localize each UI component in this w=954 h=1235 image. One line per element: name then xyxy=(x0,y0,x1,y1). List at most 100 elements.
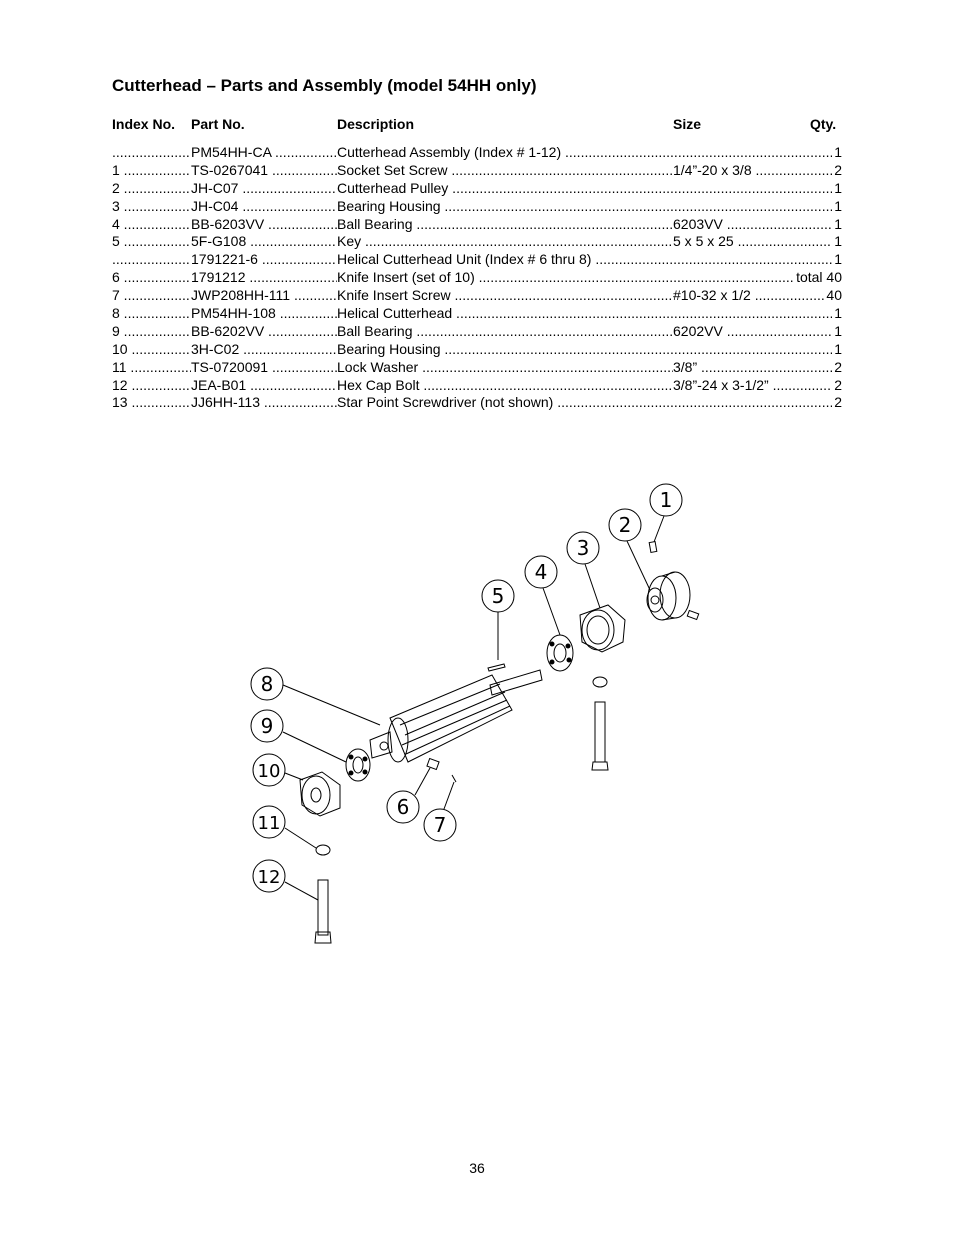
size: 1/4”-20 x 3/8 xyxy=(673,162,842,180)
index-no: 1 xyxy=(112,162,191,180)
callout-4: 4 xyxy=(524,555,561,636)
callout-label-8: 8 xyxy=(261,672,274,696)
parts-row: 9BB-6202VVBall Bearing6202VV1 xyxy=(112,322,842,341)
parts-row: 3JH-C04Bearing Housing1 xyxy=(112,197,842,216)
header-qty: Qty. xyxy=(810,116,837,132)
description: Ball Bearing xyxy=(337,323,673,341)
callout-label-5: 5 xyxy=(492,584,505,608)
qty: 1 xyxy=(832,215,842,234)
part-no: JEA-B01 xyxy=(191,377,337,395)
qty: 2 xyxy=(832,358,842,377)
page-title: Cutterhead – Parts and Assembly (model 5… xyxy=(112,76,537,95)
callout-label-2: 2 xyxy=(619,513,632,537)
parts-row: 7JWP208HH-111Knife Insert Screw#10-32 x … xyxy=(112,287,842,306)
description: Knife Insert (set of 10) xyxy=(337,269,842,287)
description: Knife Insert Screw xyxy=(337,287,673,305)
description: Star Point Screwdriver (not shown) xyxy=(337,394,842,412)
size: 3/8”-24 x 3-1/2” xyxy=(673,377,842,395)
parts-row: 11TS-0720091Lock Washer3/8”2 xyxy=(112,358,842,377)
callout-6: 6 xyxy=(386,767,431,824)
qty: 1 xyxy=(832,305,842,323)
cutterhead-pulley xyxy=(646,571,691,621)
part-no: TS-0267041 xyxy=(191,162,337,180)
callout-label-6: 6 xyxy=(397,795,410,819)
qty: 1 xyxy=(832,322,842,341)
part-no: JJ6HH-113 xyxy=(191,394,337,412)
index-no: 11 xyxy=(112,359,191,377)
callout-1: 1 xyxy=(649,483,683,543)
header-part: Part No. xyxy=(191,116,245,132)
index-no: 2 xyxy=(112,180,191,198)
page-number: 36 xyxy=(469,1160,485,1176)
part-no: 3H-C02 xyxy=(191,341,337,359)
qty: 40 xyxy=(824,287,842,306)
qty: 1 xyxy=(832,340,842,359)
part-no: 5F-G108 xyxy=(191,233,337,251)
header-index: Index No. xyxy=(112,116,176,132)
bolt-lower xyxy=(314,879,332,944)
diagram-svg: 1 2 3 4 5 xyxy=(250,483,700,944)
knife-insert xyxy=(426,757,440,771)
parts-row: 13JJ6HH-113Star Point Screwdriver (not s… xyxy=(112,394,842,413)
cutterhead-exploded-diagram: 1 2 3 4 5 xyxy=(230,470,710,955)
description: Lock Washer xyxy=(337,359,673,377)
size: 6202VV xyxy=(673,323,842,341)
index-no: 7 xyxy=(112,287,191,305)
parts-row: 12JEA-B01Hex Cap Bolt3/8”-24 x 3-1/2”2 xyxy=(112,376,842,395)
qty: 1 xyxy=(832,179,842,198)
bolt-upper xyxy=(591,676,609,771)
key-part xyxy=(487,663,506,672)
callout-11: 11 xyxy=(252,805,317,849)
callout-12: 12 xyxy=(252,859,319,901)
callout-7: 7 xyxy=(423,781,457,842)
callout-label-1: 1 xyxy=(660,488,673,512)
callout-10: 10 xyxy=(252,753,304,787)
qty: 2 xyxy=(832,376,842,395)
part-no: PM54HH-108 xyxy=(191,305,337,323)
qty: 2 xyxy=(832,161,842,180)
part-no: JH-C04 xyxy=(191,198,337,216)
part-no: JWP208HH-111 xyxy=(191,287,337,305)
index-no xyxy=(112,144,191,162)
size: 5 x 5 x 25 xyxy=(673,233,842,251)
description: Cutterhead Assembly (Index # 1-12) xyxy=(337,144,842,162)
lock-washer-lower xyxy=(315,844,331,856)
index-no: 8 xyxy=(112,305,191,323)
callout-label-4: 4 xyxy=(535,560,548,584)
index-no: 13 xyxy=(112,394,191,412)
bearing-housing-lower xyxy=(299,771,341,817)
index-no: 10 xyxy=(112,341,191,359)
description: Helical Cutterhead Unit (Index # 6 thru … xyxy=(337,251,842,269)
description: Bearing Housing xyxy=(337,198,842,216)
callout-label-11: 11 xyxy=(258,813,281,834)
parts-row: 4BB-6203VVBall Bearing6203VV1 xyxy=(112,215,842,234)
part-no: 1791212 xyxy=(191,269,337,287)
description: Cutterhead Pulley xyxy=(337,180,842,198)
callout-label-7: 7 xyxy=(434,813,447,837)
description: Socket Set Screw xyxy=(337,162,673,180)
bearing-housing-upper xyxy=(579,604,626,653)
qty: 1 xyxy=(832,197,842,216)
index-no: 3 xyxy=(112,198,191,216)
parts-row: 2JH-C07Cutterhead Pulley1 xyxy=(112,179,842,198)
parts-list: PM54HH-CACutterhead Assembly (Index # 1-… xyxy=(112,144,842,413)
callout-8: 8 xyxy=(250,667,381,726)
description: Hex Cap Bolt xyxy=(337,377,673,395)
index-no: 4 xyxy=(112,216,191,234)
header-size: Size xyxy=(673,116,702,132)
knife-screw xyxy=(451,774,457,783)
part-no: BB-6202VV xyxy=(191,323,337,341)
callout-9: 9 xyxy=(250,709,347,763)
ball-bearing-lower xyxy=(345,748,371,782)
callout-label-12: 12 xyxy=(258,867,281,888)
size: 6203VV xyxy=(673,216,842,234)
helical-cutterhead xyxy=(369,669,543,763)
parts-row: 55F-G108Key5 x 5 x 251 xyxy=(112,233,842,252)
index-no: 12 xyxy=(112,377,191,395)
description: Ball Bearing xyxy=(337,216,673,234)
part-no: BB-6203VV xyxy=(191,216,337,234)
description: Bearing Housing xyxy=(337,341,842,359)
callout-2: 2 xyxy=(608,508,651,591)
size: 3/8” xyxy=(673,359,842,377)
ball-bearing-upper xyxy=(546,634,574,672)
